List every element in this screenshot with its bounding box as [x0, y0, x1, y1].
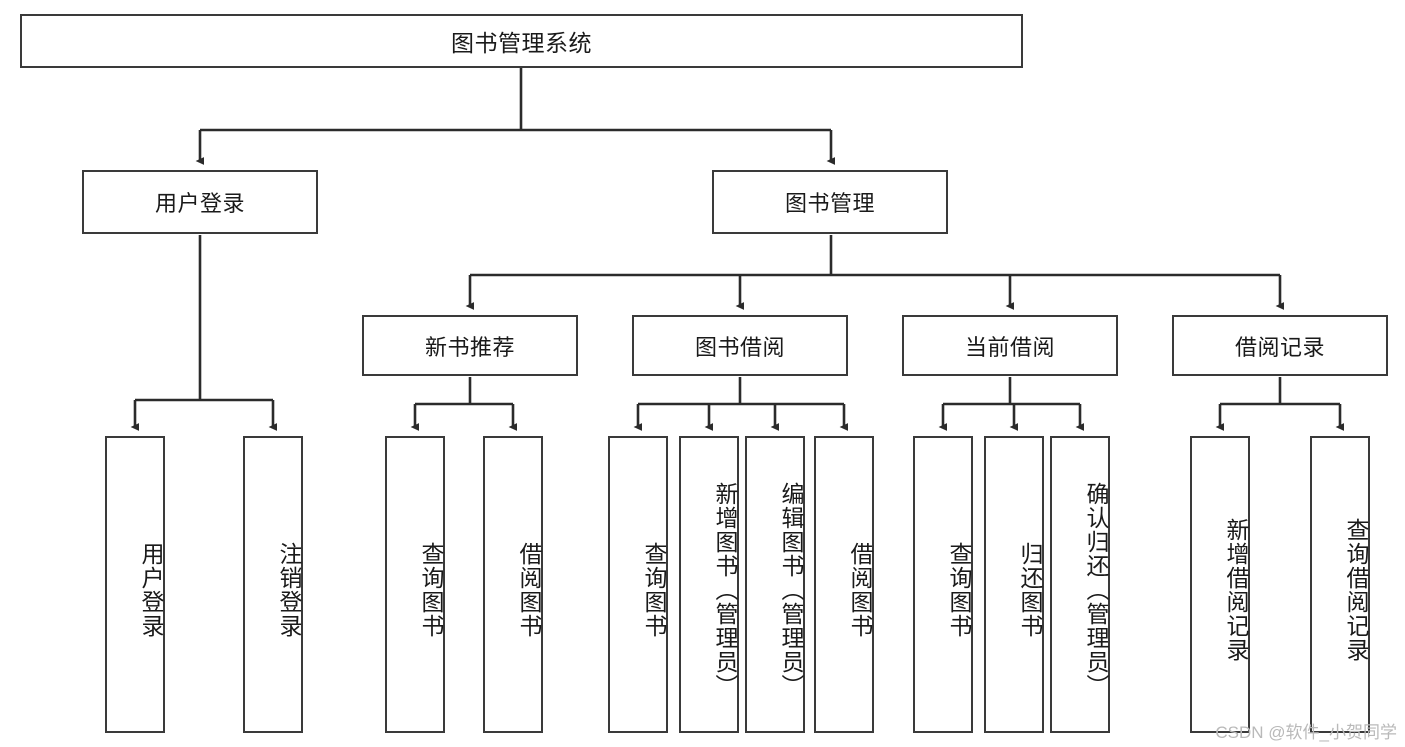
leaf-query-book-current[interactable]: 查询图书 [913, 436, 973, 733]
leaf-edit-book-admin[interactable]: 编辑图书（管理员） [745, 436, 805, 733]
node-new-book-recommend[interactable]: 新书推荐 [362, 315, 578, 376]
leaf-query-book-borrow[interactable]: 查询图书 [608, 436, 668, 733]
leaf-borrow-book[interactable]: 借阅图书 [814, 436, 874, 733]
leaf-return-book[interactable]: 归还图书 [984, 436, 1044, 733]
leaf-user-logout[interactable]: 注销登录 [243, 436, 303, 733]
node-user-login[interactable]: 用户登录 [82, 170, 318, 234]
node-current-borrow[interactable]: 当前借阅 [902, 315, 1118, 376]
leaf-add-borrow-record[interactable]: 新增借阅记录 [1190, 436, 1250, 733]
node-book-borrow[interactable]: 图书借阅 [632, 315, 848, 376]
leaf-user-login[interactable]: 用户登录 [105, 436, 165, 733]
leaf-query-borrow-record[interactable]: 查询借阅记录 [1310, 436, 1370, 733]
watermark-text: CSDN @软件_小贺同学 [1215, 723, 1397, 742]
leaf-confirm-return-admin[interactable]: 确认归还（管理员） [1050, 436, 1110, 733]
node-root-system[interactable]: 图书管理系统 [20, 14, 1023, 68]
leaf-query-book-recommend[interactable]: 查询图书 [385, 436, 445, 733]
node-book-management[interactable]: 图书管理 [712, 170, 948, 234]
leaf-add-book-admin[interactable]: 新增图书（管理员） [679, 436, 739, 733]
leaf-borrow-book-recommend[interactable]: 借阅图书 [483, 436, 543, 733]
node-borrow-record[interactable]: 借阅记录 [1172, 315, 1388, 376]
